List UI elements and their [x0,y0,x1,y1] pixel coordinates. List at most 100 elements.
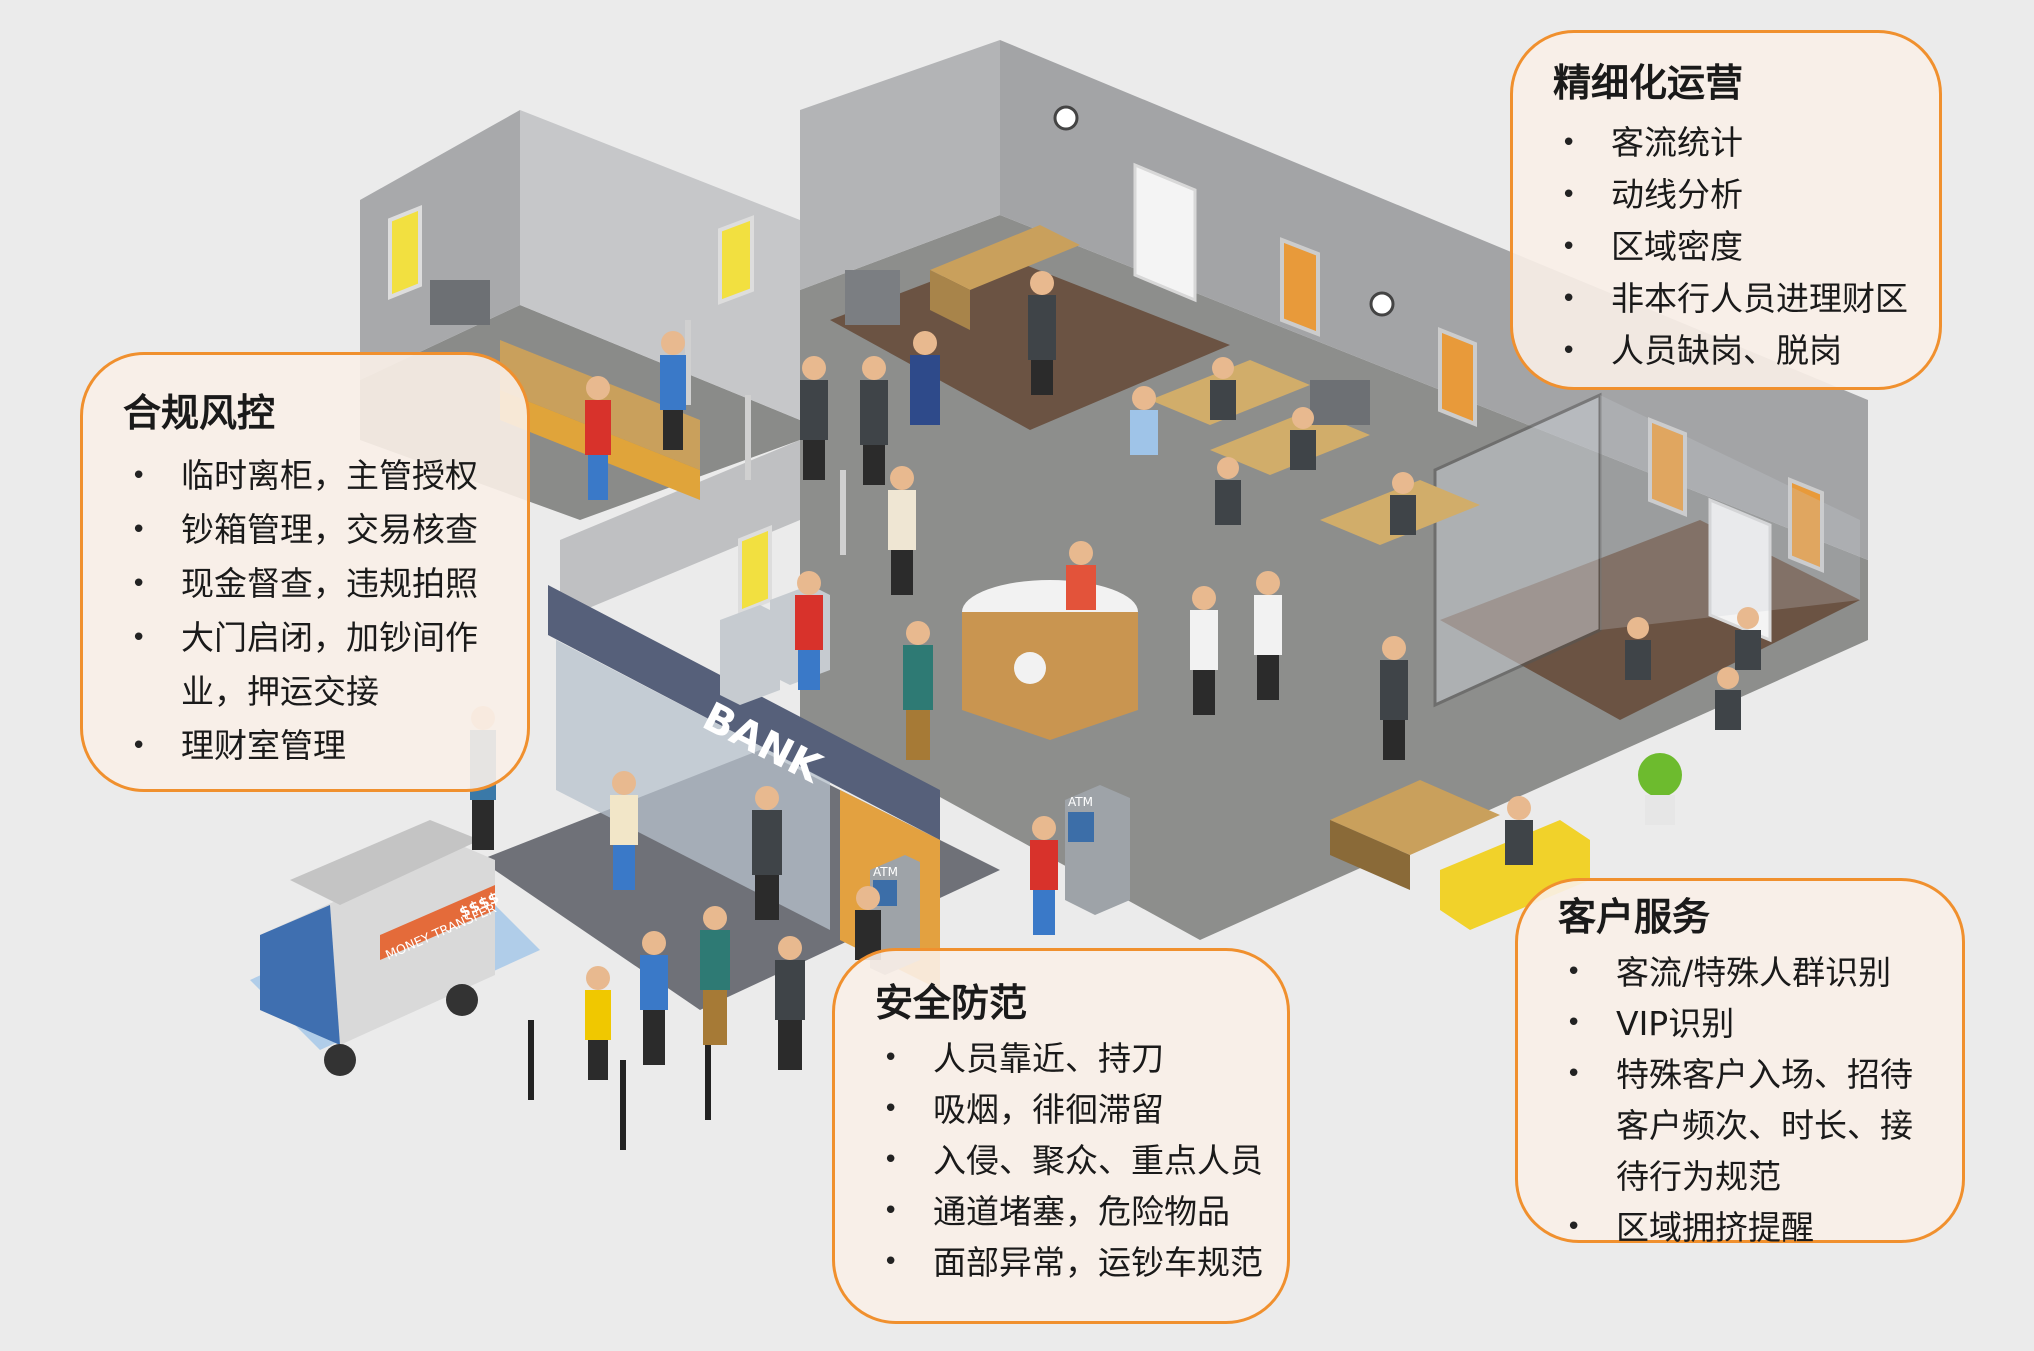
list-item: 大门启闭，加钞间作业，押运交接 [123,611,481,719]
bank-logo-icon [1014,652,1046,684]
list-item: 区域密度 [1553,221,1919,273]
office-desk-side [930,270,970,330]
list-item: 钞箱管理，交易核查 [123,503,507,557]
person [1130,386,1158,455]
person [1028,271,1056,395]
card-list: 客流/特殊人群识别 VIP识别 特殊客户入场、招待客户频次、时长、接待行为规范 … [1558,947,1942,1253]
back-wall-left [800,40,1000,290]
card-list: 人员靠近、持刀 吸烟，徘徊滞留 入侵、聚众、重点人员 通道堵塞，危险物品 面部异… [875,1033,1267,1288]
person [1735,607,1761,670]
poster [1788,477,1824,573]
list-item: 吸烟，徘徊滞留 [875,1084,1267,1135]
divider-wall [560,440,800,620]
atm-label: ATM [1068,795,1093,809]
list-item: 人员靠近、持刀 [875,1033,1267,1084]
card-compliance-risk: 合规风控 临时离柜，主管授权 钞箱管理，交易核查 现金督查，违规拍照 大门启闭，… [80,352,530,792]
stanchion [620,1060,626,1150]
van-top [290,820,480,905]
bank-facade [548,585,940,840]
stanchion [528,1020,534,1100]
person [640,931,668,1065]
list-item: 动线分析 [1553,169,1919,221]
glass-wall [1433,392,1602,708]
copier [1310,380,1370,425]
stanchion [840,470,846,555]
copier [430,280,490,325]
list-item: 客流/特殊人群识别 [1558,947,1942,998]
card-list: 临时离柜，主管授权 钞箱管理，交易核查 现金督查，违规拍照 大门启闭，加钞间作业… [123,449,507,773]
person [585,966,611,1080]
person [1505,796,1533,865]
card-title: 安全防范 [875,981,1028,1025]
person [1030,816,1058,935]
poster [718,215,754,305]
person [855,886,881,960]
person [1254,571,1282,700]
card-title: 精细化运营 [1553,61,1744,105]
person [1210,357,1236,420]
card-fine-operations: 精细化运营 客流统计 动线分析 区域密度 非本行人员进理财区 人员缺岗、脱岗 [1510,30,1942,390]
person [660,331,686,450]
people [470,271,1761,1080]
glass-wall [1600,395,1860,630]
person [903,621,933,760]
poster [1438,327,1477,427]
van-stripe [380,885,495,960]
atm-screen [1068,812,1094,842]
list-item: 非本行人员进理财区 [1553,273,1919,325]
poster [1280,237,1320,337]
card-customer-service: 客户服务 客流/特殊人群识别 VIP识别 特殊客户入场、招待客户频次、时长、接待… [1515,878,1965,1253]
person [700,906,730,1045]
card-title: 合规风控 [123,391,276,435]
card-title: 客户服务 [1558,895,1711,939]
person [888,466,916,595]
list-item: 现金督查，违规拍照 [123,557,507,611]
list-item: 人员缺岗、脱岗 [1553,325,1919,377]
atm-label: ATM [873,865,898,879]
clock-icon [1369,291,1395,317]
card-list: 客流统计 动线分析 区域密度 非本行人员进理财区 人员缺岗、脱岗 [1553,117,1919,377]
person [1625,617,1651,680]
person [585,376,611,500]
window [1708,497,1772,643]
left-room-wall-2 [520,110,800,420]
office-desk [930,225,1080,290]
person [775,936,805,1070]
list-item: 理财室管理 [123,719,507,773]
reception-desk-body [962,612,1138,740]
stanchion [745,395,751,480]
person [1215,457,1241,525]
plant-pot [1645,795,1675,825]
person-receptionist [1066,541,1096,610]
list-item: 入侵、聚众、重点人员 [875,1135,1267,1186]
person [1190,586,1218,715]
poster [1648,417,1687,517]
person [610,771,638,890]
van-cab [260,905,340,1045]
van-wheel [446,984,478,1016]
poster [738,525,772,615]
self-service-kiosk [720,605,780,705]
person [1290,407,1316,470]
list-item: 客流统计 [1553,117,1919,169]
person [910,331,940,425]
person [1390,472,1416,535]
safe [845,270,900,325]
sofa [1440,820,1590,930]
lounge-table [1330,780,1500,855]
list-item: 特殊客户入场、招待客户频次、时长、接待行为规范 [1558,1049,1916,1202]
person [1715,667,1741,730]
list-item: 面部异常，运钞车规范 [875,1237,1267,1288]
van-wheel [324,1044,356,1076]
person [752,786,782,920]
list-item: 区域拥挤提醒 [1558,1202,1942,1253]
clock-icon [1053,105,1079,131]
person [800,356,828,480]
card-security: 安全防范 人员靠近、持刀 吸烟，徘徊滞留 入侵、聚众、重点人员 通道堵塞，危险物… [832,948,1290,1324]
stanchion [685,320,691,405]
list-item: 通道堵塞，危险物品 [875,1186,1267,1237]
person [795,571,823,690]
person [1380,636,1408,760]
poster [388,205,422,300]
plant [1638,753,1682,797]
